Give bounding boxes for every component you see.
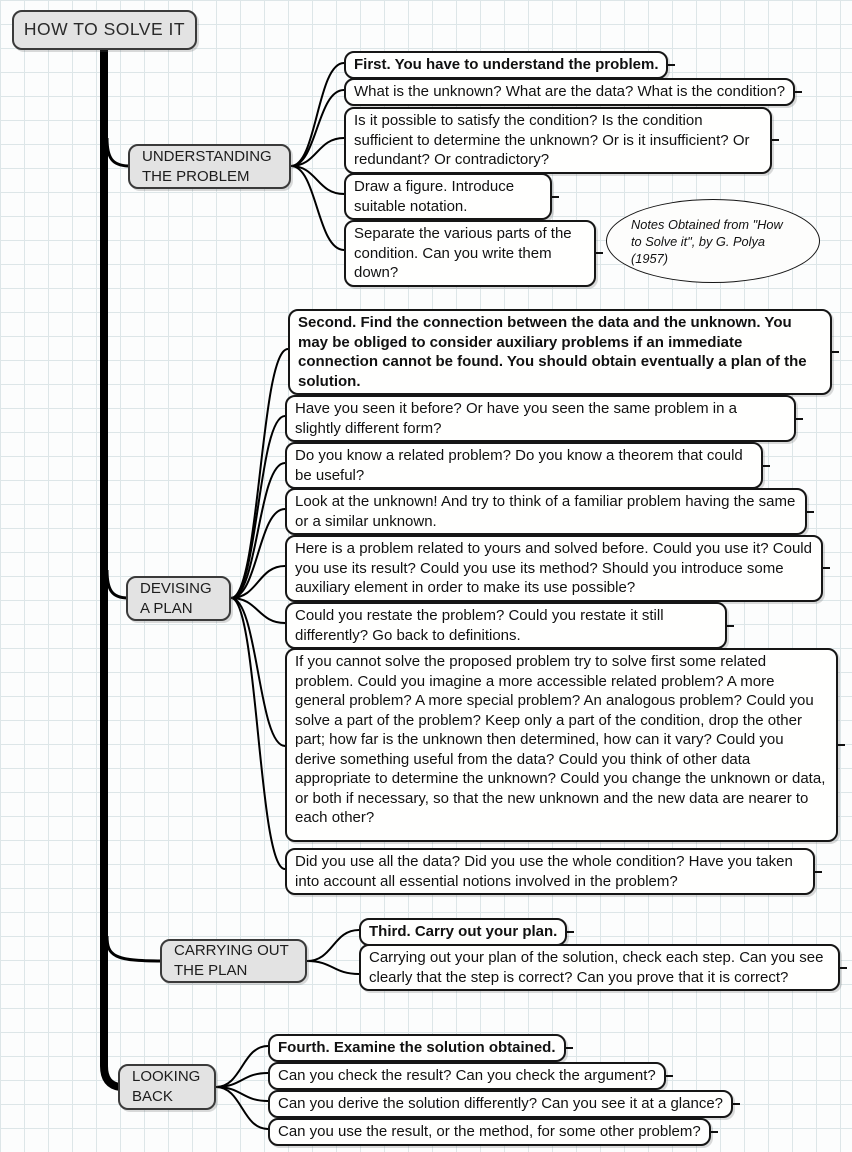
node-second-plan[interactable]: Second. Find the connection between the …: [288, 309, 839, 395]
node-derive-differently[interactable]: Can you derive the solution differently?…: [268, 1090, 741, 1118]
node-satisfy-condition[interactable]: Is it possible to satisfy the condition?…: [344, 107, 779, 174]
node-problem-solved-before[interactable]: Here is a problem related to yours and s…: [285, 535, 830, 602]
fan-devising: [230, 348, 289, 870]
node-use-all-data[interactable]: Did you use all the data? Did you use th…: [285, 848, 822, 895]
node-fourth-examine[interactable]: Fourth. Examine the solution obtained.: [268, 1034, 573, 1062]
branch-connector-carrying: [105, 935, 163, 963]
node-restate-problem[interactable]: Could you restate the problem? Could you…: [285, 602, 734, 649]
node-what-is-unknown[interactable]: What is the unknown? What are the data? …: [344, 78, 803, 106]
branch-connector-devising: [105, 569, 129, 600]
node-draw-figure[interactable]: Draw a figure. Introduce suitable notati…: [344, 173, 559, 220]
branch-looking[interactable]: LOOKING BACK: [118, 1064, 216, 1110]
branch-devising[interactable]: DEVISING A PLAN: [126, 576, 231, 621]
node-use-result-method[interactable]: Can you use the result, or the method, f…: [268, 1118, 718, 1146]
branch-carrying[interactable]: CARRYING OUT THE PLAN: [160, 939, 307, 983]
fan-looking: [215, 1045, 269, 1130]
node-related-problem[interactable]: Do you know a related problem? Do you kn…: [285, 442, 770, 489]
node-first-understand[interactable]: First. You have to understand the proble…: [344, 51, 676, 79]
node-check-result[interactable]: Can you check the result? Can you check …: [268, 1062, 673, 1090]
branch-connector-understanding: [105, 137, 131, 168]
node-cannot-solve[interactable]: If you cannot solve the proposed problem…: [285, 648, 845, 842]
node-seen-before[interactable]: Have you seen it before? Or have you see…: [285, 395, 803, 442]
node-check-each-step[interactable]: Carrying out your plan of the solution, …: [359, 944, 847, 991]
node-third-carry-out[interactable]: Third. Carry out your plan.: [359, 918, 575, 946]
fan-understanding: [290, 62, 345, 251]
fan-carrying: [306, 929, 360, 975]
note-ellipse[interactable]: Notes Obtained from "How to Solve it", b…: [606, 199, 820, 283]
root-node[interactable]: HOW TO SOLVE IT: [12, 10, 197, 50]
node-separate-parts[interactable]: Separate the various parts of the condit…: [344, 220, 603, 287]
trunk-line: [100, 46, 121, 1091]
node-look-at-unknown[interactable]: Look at the unknown! And try to think of…: [285, 488, 814, 535]
branch-understanding[interactable]: UNDERSTANDING THE PROBLEM: [128, 144, 291, 189]
